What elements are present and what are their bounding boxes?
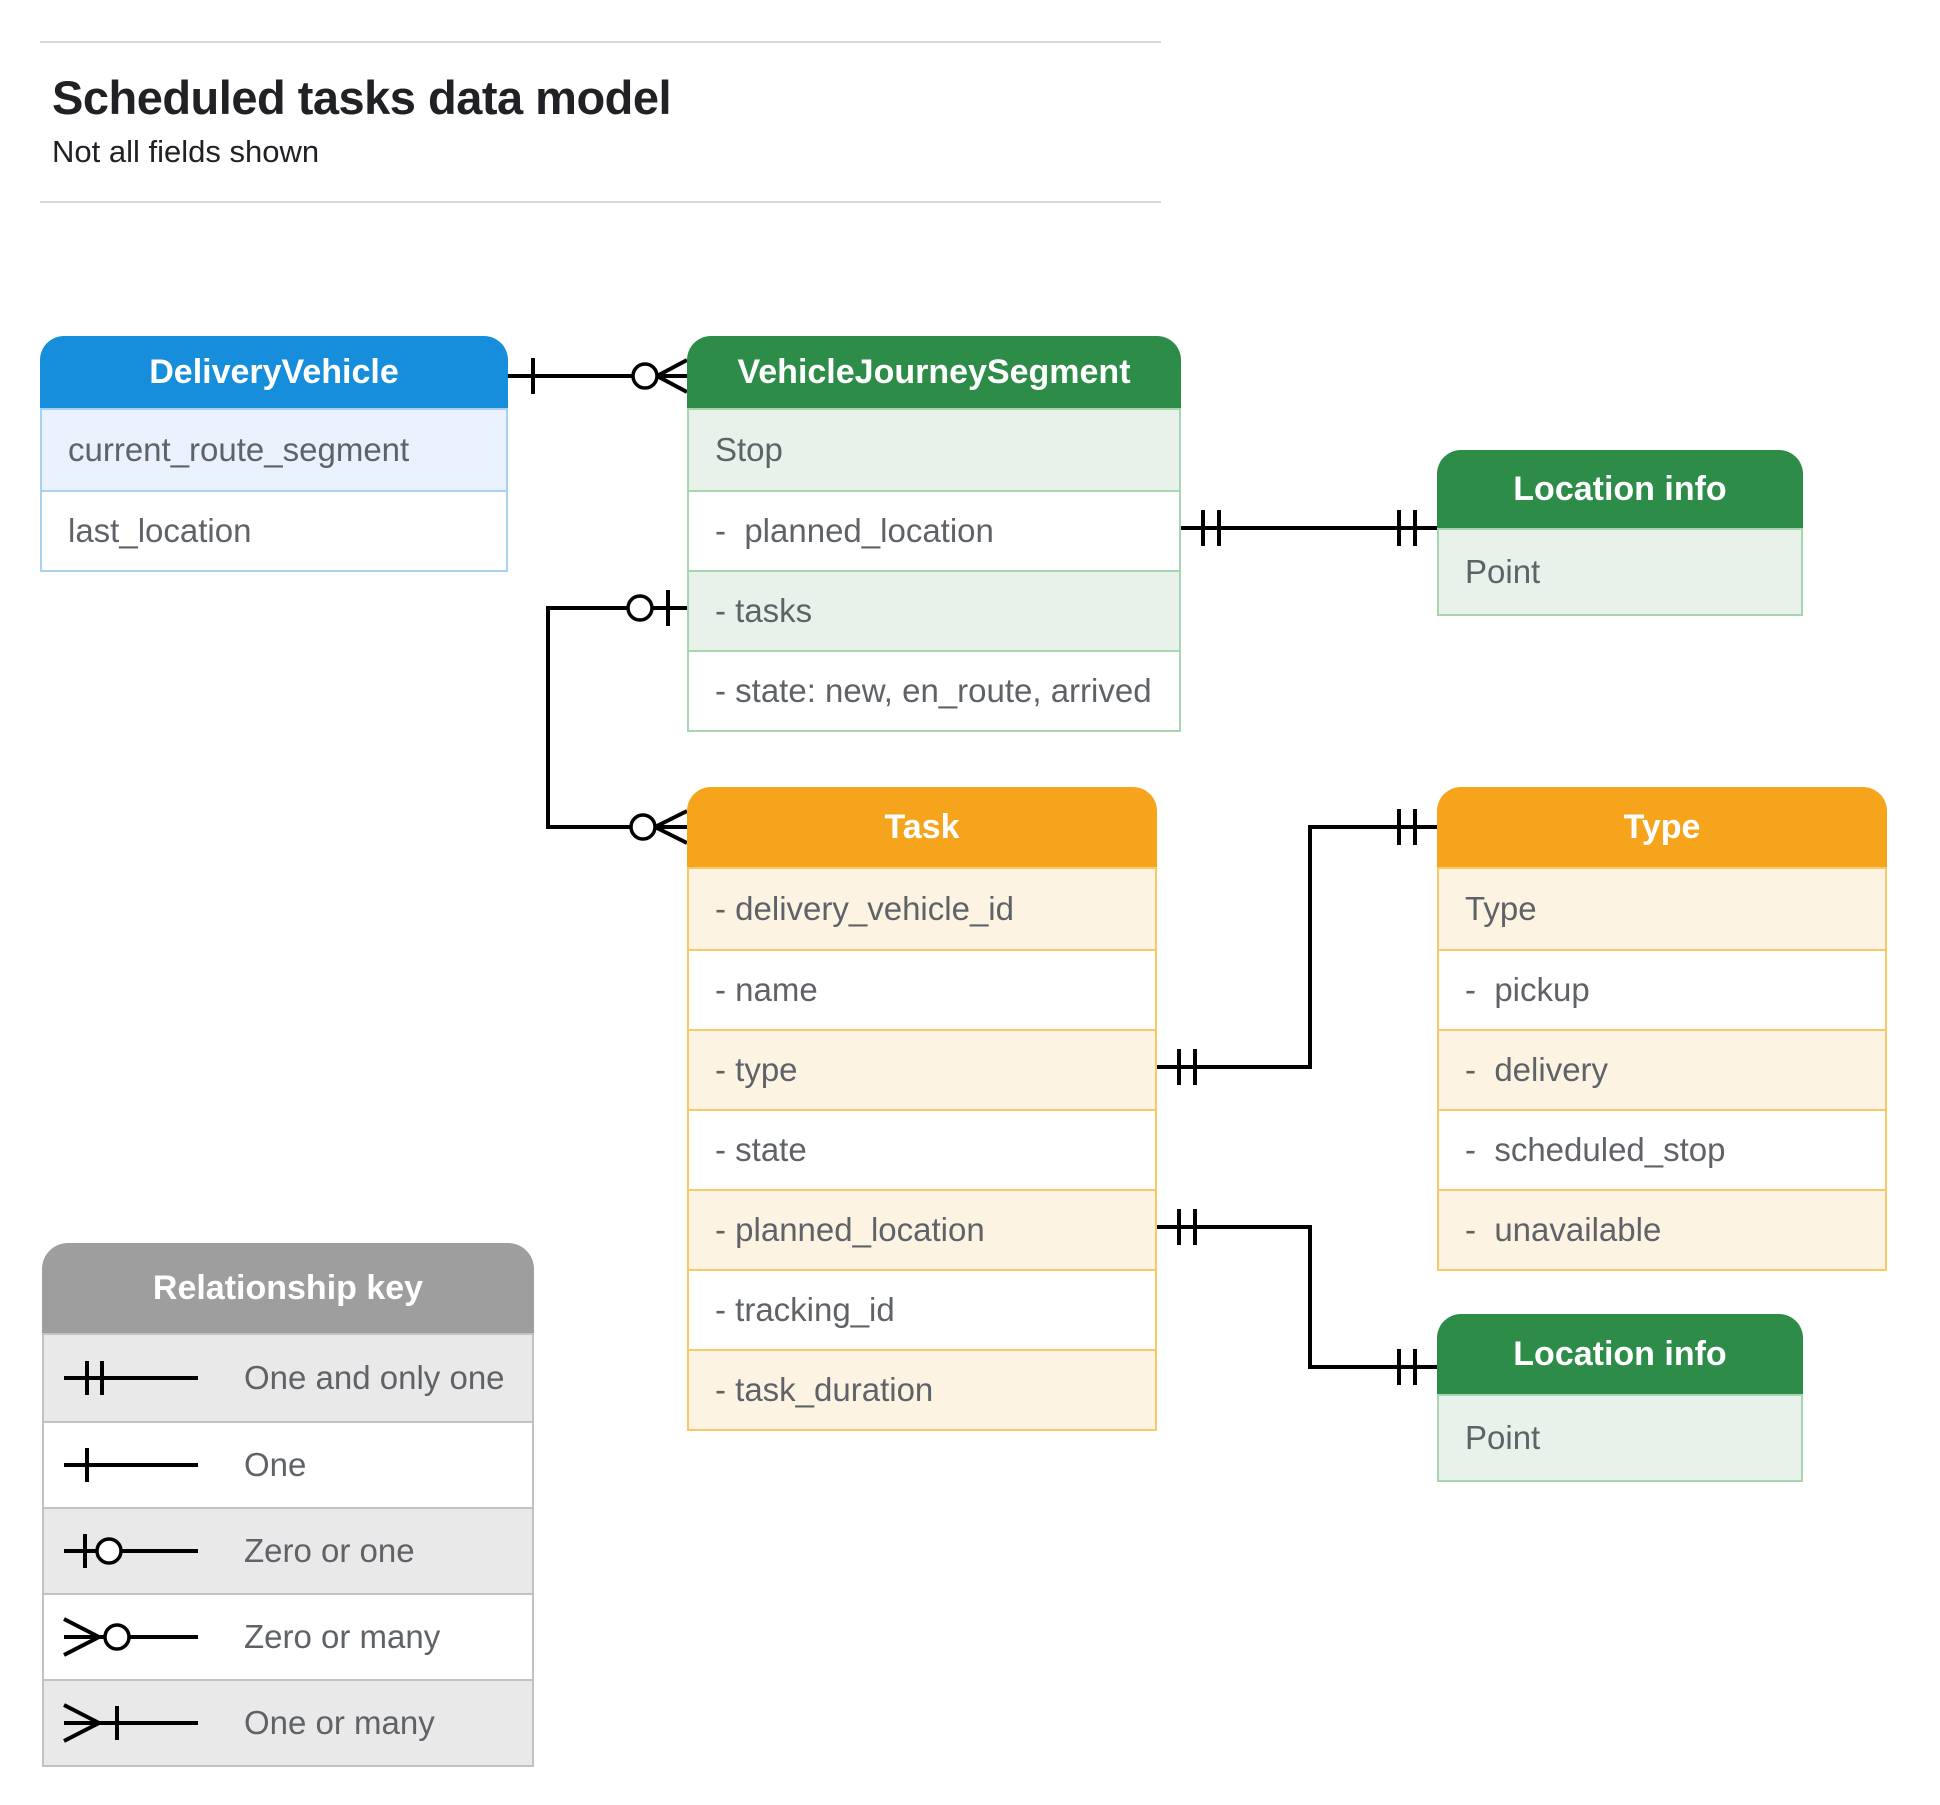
page-title: Scheduled tasks data model xyxy=(52,71,672,124)
connector-vehiclejourneysegment-tasks-to-task xyxy=(546,590,688,845)
connector-deliveryvehicle-to-vehiclejourneysegment xyxy=(508,358,688,394)
field-state: - state xyxy=(689,1109,1155,1189)
one-icon xyxy=(64,1448,198,1482)
entity-title: DeliveryVehicle xyxy=(149,352,399,391)
zero-circle xyxy=(629,813,657,841)
field-task-duration: - task_duration xyxy=(689,1349,1155,1429)
field-delivery-vehicle-id: - delivery_vehicle_id xyxy=(689,869,1155,949)
entity-task-header: Task xyxy=(687,787,1157,867)
field-scheduled-stop: - scheduled_stop xyxy=(1439,1109,1885,1189)
one-and-only-one-ticks xyxy=(1177,1209,1197,1245)
one-and-only-one-ticks xyxy=(1397,809,1417,845)
one-and-only-one-ticks xyxy=(1201,510,1221,546)
many-crowfoot xyxy=(654,809,688,845)
one-and-only-one-ticks xyxy=(1397,510,1417,546)
top-divider xyxy=(40,41,1161,43)
title-divider xyxy=(40,201,1161,203)
entity-location-info-bottom-header: Location info xyxy=(1437,1314,1803,1394)
one-and-only-one-ticks xyxy=(1397,1349,1417,1385)
zero-or-many-icon xyxy=(63,1617,198,1657)
entity-task: Task - delivery_vehicle_id - name - type… xyxy=(687,787,1157,1431)
field-type: Type xyxy=(1439,869,1885,949)
entity-title: Location info xyxy=(1513,1334,1727,1373)
field-delivery: - delivery xyxy=(1439,1029,1885,1109)
legend-item-zero-or-one: Zero or one xyxy=(44,1507,532,1593)
field-current-route-segment: current_route_segment xyxy=(42,410,506,490)
entity-title: Location info xyxy=(1513,469,1727,508)
page-subtitle: Not all fields shown xyxy=(52,134,320,169)
zero-circle xyxy=(631,362,659,390)
legend-label: Zero or one xyxy=(244,1532,415,1569)
legend-label: Zero or many xyxy=(244,1618,441,1655)
entity-title: VehicleJourneySegment xyxy=(737,352,1131,391)
field-state: - state: new, en_route, arrived xyxy=(689,650,1179,730)
entity-location-info-top: Location info Point xyxy=(1437,450,1803,616)
zero-circle xyxy=(626,594,654,622)
entity-vehicle-journey-segment-body: Stop - planned_location - tasks - state:… xyxy=(687,408,1181,732)
legend-item-one-and-only-one: One and only one xyxy=(44,1335,532,1421)
relationship-key: Relationship key One and only one One Ze… xyxy=(42,1243,534,1767)
entity-location-info-top-body: Point xyxy=(1437,528,1803,616)
field-planned-location: - planned_location xyxy=(689,490,1179,570)
entity-location-info-top-header: Location info xyxy=(1437,450,1803,528)
many-crowfoot xyxy=(656,358,688,394)
connector-task-plannedlocation-to-locationinfo xyxy=(1157,1209,1437,1385)
field-unavailable: - unavailable xyxy=(1439,1189,1885,1269)
entity-type-body: Type - pickup - delivery - scheduled_sto… xyxy=(1437,867,1887,1271)
one-or-many-icon xyxy=(63,1703,198,1743)
legend-item-one-or-many: One or many xyxy=(44,1679,532,1765)
entity-delivery-vehicle: DeliveryVehicle current_route_segment la… xyxy=(40,336,508,572)
entity-task-body: - delivery_vehicle_id - name - type - st… xyxy=(687,867,1157,1431)
field-planned-location: - planned_location xyxy=(689,1189,1155,1269)
entity-location-info-bottom-body: Point xyxy=(1437,1394,1803,1482)
entity-location-info-bottom: Location info Point xyxy=(1437,1314,1803,1482)
entity-vehicle-journey-segment-header: VehicleJourneySegment xyxy=(687,336,1181,408)
field-tasks: - tasks xyxy=(689,570,1179,650)
entity-type-header: Type xyxy=(1437,787,1887,867)
field-stop: Stop xyxy=(689,410,1179,490)
field-name: - name xyxy=(689,949,1155,1029)
field-point: Point xyxy=(1439,1396,1801,1480)
entity-vehicle-journey-segment: VehicleJourneySegment Stop - planned_loc… xyxy=(687,336,1181,732)
field-tracking-id: - tracking_id xyxy=(689,1269,1155,1349)
connector-task-type-to-type xyxy=(1157,809,1437,1085)
entity-type: Type Type - pickup - delivery - schedule… xyxy=(1437,787,1887,1271)
one-and-only-one-ticks xyxy=(1177,1049,1197,1085)
field-point: Point xyxy=(1439,530,1801,614)
legend-item-zero-or-many: Zero or many xyxy=(44,1593,532,1679)
legend-item-one: One xyxy=(44,1421,532,1507)
connector-vehiclejourneysegment-plannedlocation-to-locationinfo xyxy=(1181,510,1437,546)
field-last-location: last_location xyxy=(42,490,506,570)
relationship-key-body: One and only one One Zero or one Zero or… xyxy=(42,1333,534,1767)
field-pickup: - pickup xyxy=(1439,949,1885,1029)
relationship-key-header: Relationship key xyxy=(42,1243,534,1333)
relationship-key-title: Relationship key xyxy=(152,1268,424,1307)
zero-or-one-icon xyxy=(64,1534,198,1568)
entity-title: Task xyxy=(884,807,960,846)
legend-label: One and only one xyxy=(244,1359,505,1396)
legend-label: One or many xyxy=(244,1704,435,1741)
entity-title: Type xyxy=(1623,807,1701,846)
legend-label: One xyxy=(244,1446,307,1483)
entity-delivery-vehicle-body: current_route_segment last_location xyxy=(40,408,508,572)
entity-delivery-vehicle-header: DeliveryVehicle xyxy=(40,336,508,408)
field-type: - type xyxy=(689,1029,1155,1109)
one-and-only-one-icon xyxy=(64,1361,198,1395)
